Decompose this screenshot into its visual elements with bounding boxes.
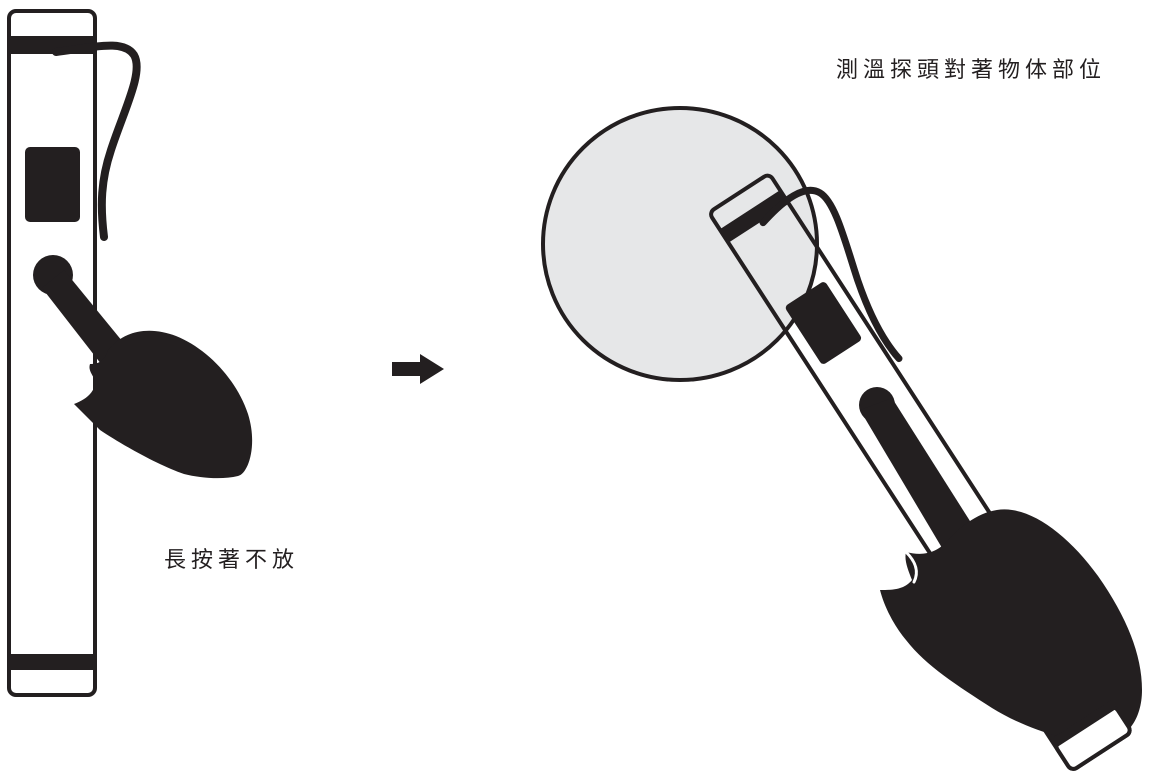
- pointing-hand-icon: [33, 255, 253, 479]
- thermometer-body: [7, 9, 97, 697]
- pocket-clip: [52, 41, 141, 241]
- target-area: [541, 106, 819, 382]
- display-window: [25, 147, 80, 222]
- thermometer-tail-tilted: [1050, 700, 1132, 771]
- caption-press-and-hold: 長按著不放: [164, 548, 300, 573]
- finger-gap: [904, 550, 918, 584]
- caption-aim-probe: 測溫探頭對著物体部位: [836, 58, 1107, 83]
- display-window-tilted: [785, 282, 862, 364]
- thermometer-bottom-band: [9, 654, 95, 670]
- hand-palm: [74, 330, 253, 479]
- index-finger-tilted: [860, 398, 982, 558]
- pocket-clip-tilted: [759, 186, 903, 363]
- pointing-hand-icon-right: [859, 387, 1142, 743]
- right-arrow-icon: [392, 354, 444, 384]
- thermometer-top-band-tilted: [719, 190, 789, 243]
- hand-palm-tilted: [880, 509, 1142, 743]
